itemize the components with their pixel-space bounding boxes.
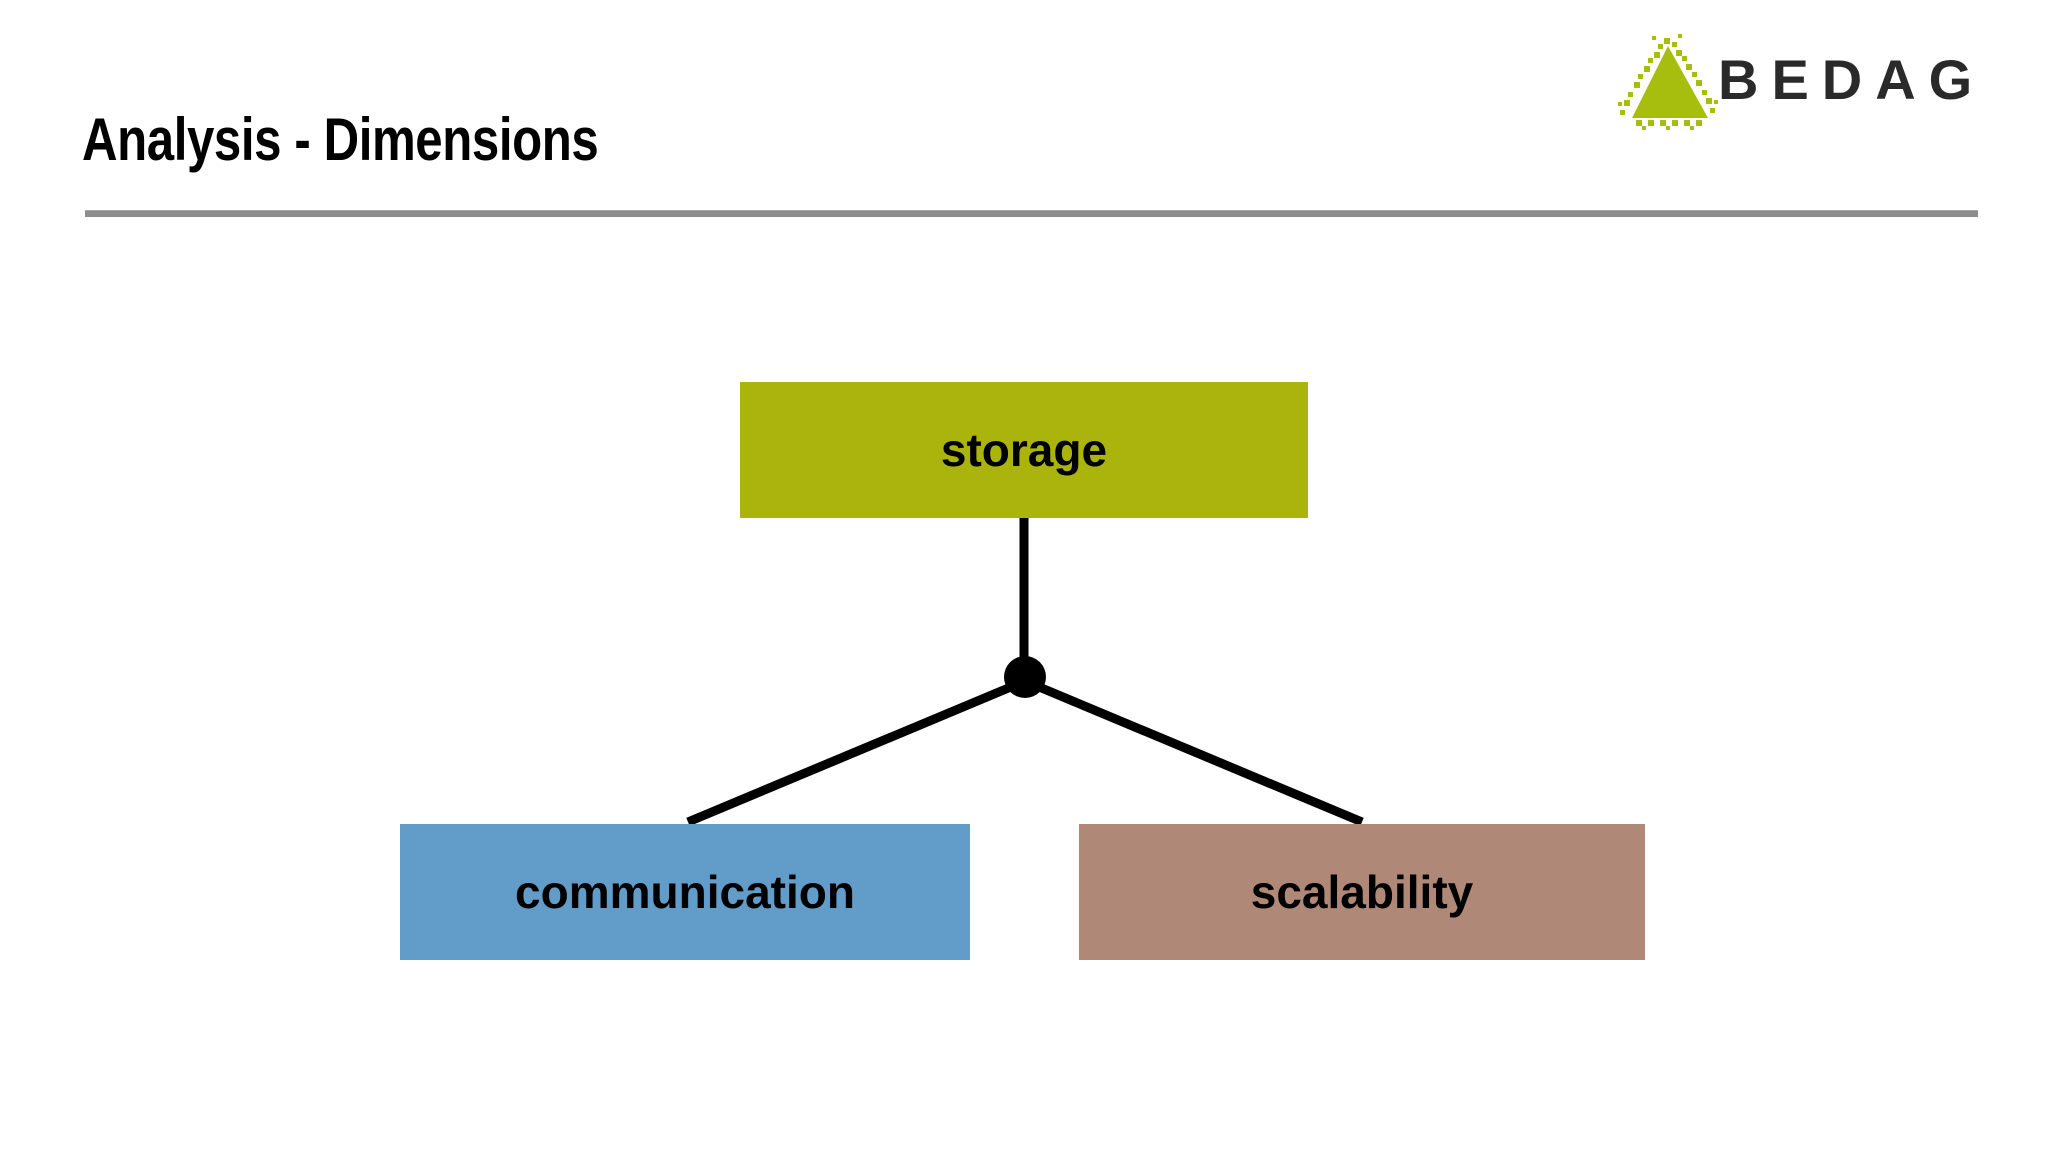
connector-junction-to-communication xyxy=(686,679,1020,827)
page-title: Analysis - Dimensions xyxy=(82,106,599,173)
node-scalability-label: scalability xyxy=(1250,866,1474,918)
bedag-wordmark: BEDAG xyxy=(1718,48,1986,111)
junction-dot-icon xyxy=(1004,656,1046,698)
node-storage-label: storage xyxy=(940,424,1108,476)
bedag-triangle-icon xyxy=(1618,34,1718,130)
node-communication-label: communication xyxy=(515,866,855,918)
bedag-logo: BEDAG xyxy=(1618,30,1986,130)
node-communication[interactable]: communication xyxy=(400,824,970,960)
connector-junction-to-scalability xyxy=(1030,679,1364,827)
node-scalability[interactable]: scalability xyxy=(1079,824,1645,960)
node-storage[interactable]: storage xyxy=(740,382,1308,518)
title-divider xyxy=(85,210,1978,217)
